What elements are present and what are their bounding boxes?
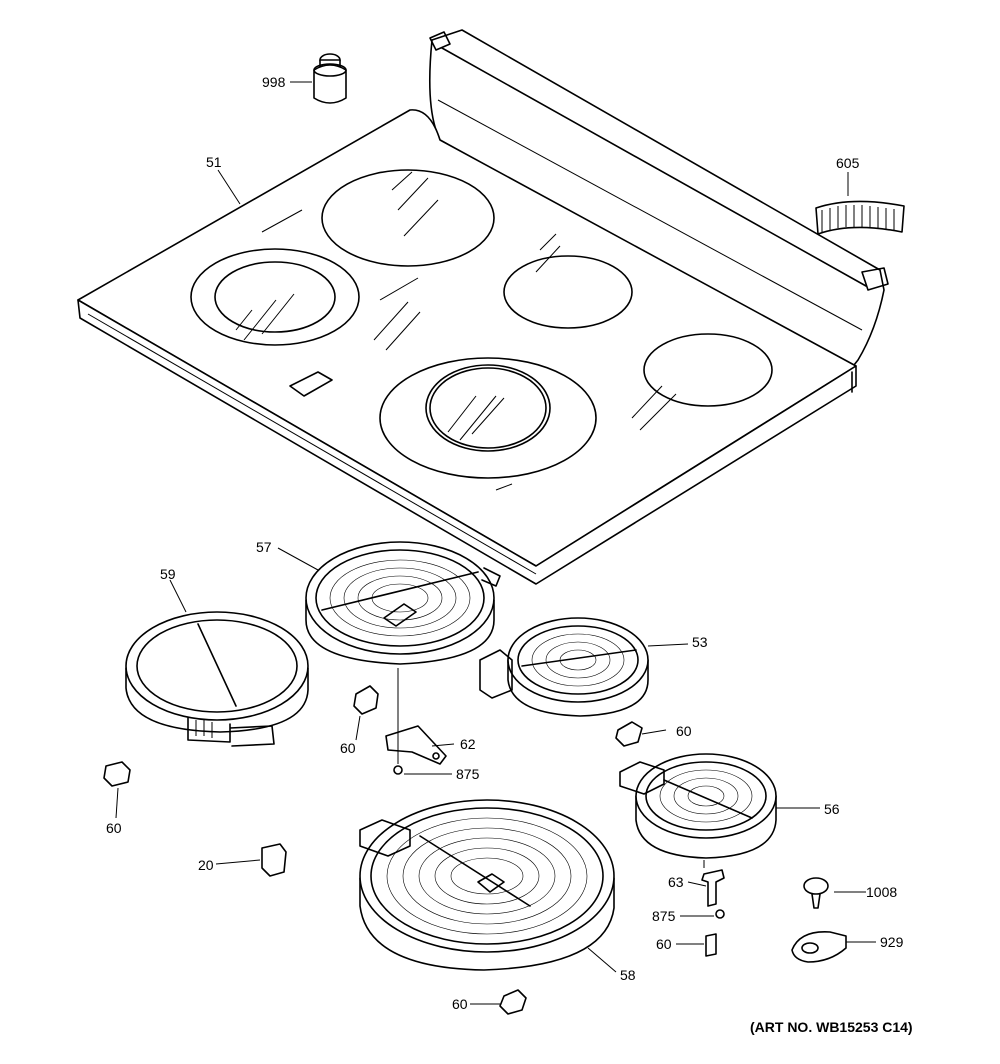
callout-929: 929: [880, 934, 904, 950]
callout-labels: 998 51 605 57 59 53 60 62 875 60 60 56 2…: [106, 74, 913, 1035]
callout-875: 875: [456, 766, 480, 782]
callout-998: 998: [262, 74, 286, 90]
callout-53: 53: [692, 634, 708, 650]
callout-875: 875: [652, 908, 676, 924]
radiant-element-58: [359, 799, 615, 971]
callout-59: 59: [160, 566, 176, 582]
cooktop-glass: [77, 29, 889, 585]
leader-lines: [115, 81, 876, 1005]
callout-51: 51: [206, 154, 222, 170]
small-parts: [103, 685, 847, 1015]
callout-605: 605: [836, 155, 860, 171]
radiant-element-57: [305, 541, 501, 665]
callout-60: 60: [676, 723, 692, 739]
callout-60: 60: [452, 996, 468, 1012]
callout-60: 60: [340, 740, 356, 756]
callout-58: 58: [620, 967, 636, 983]
callout-57: 57: [256, 539, 272, 555]
art-number: (ART NO. WB15253 C14): [750, 1019, 913, 1035]
radiant-element-53: [479, 617, 649, 717]
callout-60: 60: [656, 936, 672, 952]
knob-part: [313, 53, 347, 104]
callout-1008: 1008: [866, 884, 897, 900]
callout-56: 56: [824, 801, 840, 817]
ribbon-cable-part: [815, 200, 905, 235]
callout-62: 62: [460, 736, 476, 752]
radiant-element-59: [125, 611, 309, 747]
callout-60: 60: [106, 820, 122, 836]
radiant-element-56: [619, 753, 777, 859]
callout-63: 63: [668, 874, 684, 890]
callout-20: 20: [198, 857, 214, 873]
